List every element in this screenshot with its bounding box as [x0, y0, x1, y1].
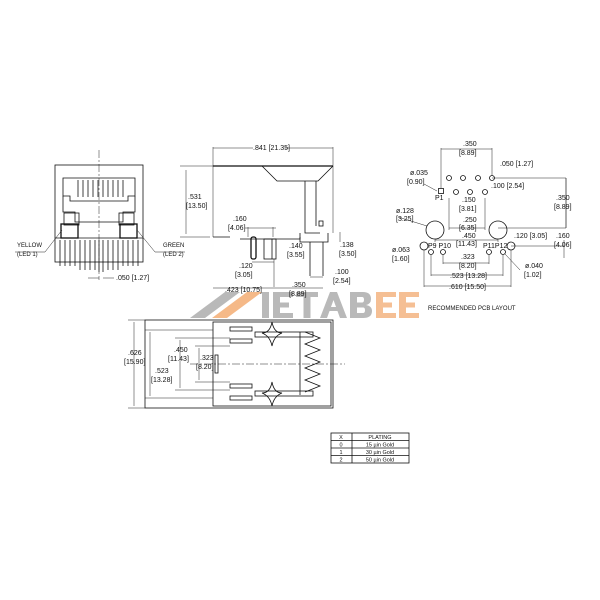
bottom-dim-450-in: .450 — [174, 347, 188, 354]
hole-040-in: ø.040 — [525, 263, 543, 270]
side-view: .841 [21.35] .531 [13.50] .160 [4.06] .1… — [180, 145, 357, 298]
pcb-layout-title: RECOMMENDED PCB LAYOUT — [428, 306, 516, 312]
hole-035-mm: [0.90] — [407, 179, 425, 186]
dim-120-mm: [3.05] — [235, 272, 253, 279]
pcb-dim-120: .120 [3.05] — [514, 233, 547, 240]
dim-350-mm: [8.89] — [289, 291, 307, 298]
green-led-label: GREEN — [163, 243, 184, 249]
pcb-layout: .350 [8.89] .050 [1.27] ø.035 [0.90] .10… — [392, 141, 572, 312]
pcb-dim-100: .100 [2.54] — [491, 183, 524, 190]
table-cell: 0 — [339, 443, 342, 449]
pcb-dim-450-in: .450 — [462, 233, 476, 240]
dim-140-in: .140 — [289, 243, 303, 250]
dim-138-mm: [3.50] — [339, 251, 357, 258]
bottom-dim-523-in: .523 — [155, 368, 169, 375]
pcb-dim-160-mm: [4.06] — [554, 242, 572, 249]
length-dim: .841 [21.35] — [253, 145, 290, 152]
pcb-dim-250-in: .250 — [463, 217, 477, 224]
dim-100-mm: [2.54] — [333, 278, 351, 285]
hole-128-in: ø.128 — [396, 208, 414, 215]
pcb-dim-450-mm: [11.43] — [456, 241, 477, 248]
height-dim-mm: [13.50] — [186, 203, 207, 210]
hole-063-in: ø.063 — [392, 247, 410, 254]
pcb-dim-050: .050 [1.27] — [500, 161, 533, 168]
bottom-dim-626-in: .626 — [128, 350, 142, 357]
yellow-led-sublabel: (LED 1) — [17, 252, 38, 258]
dim-120-in: .120 — [239, 263, 253, 270]
table-cell: 1 — [339, 450, 342, 456]
table-cell: 15 µin Gold — [366, 443, 394, 449]
pcb-dim-350r-in: .350 — [556, 195, 570, 202]
bottom-dim-450-mm: [11.43] — [168, 356, 189, 363]
pcb-dim-150-in: .150 — [462, 197, 476, 204]
pin-p11-p12-label: P11P12 — [483, 243, 507, 250]
hole-040-mm: [1.02] — [524, 272, 542, 279]
pcb-dim-250-mm: [6.35] — [459, 225, 477, 232]
dim-350-in: .350 — [292, 282, 306, 289]
height-dim-in: .531 — [188, 194, 202, 201]
table-header-plating: PLATING — [368, 435, 391, 441]
dim-138-in: .138 — [340, 242, 354, 249]
pcb-dim-350r-mm: [8.89] — [554, 204, 572, 211]
yellow-led-label: YELLOW — [17, 243, 42, 249]
pcb-dim-150-mm: [3.81] — [459, 206, 477, 213]
bottom-dim-323-in: .323 — [200, 355, 214, 362]
plating-table: X PLATING 0 15 µin Gold 1 30 µin Gold 2 … — [330, 432, 410, 464]
pin-p9-p10-label: P9 P10 — [428, 243, 451, 250]
table-header-x: X — [339, 435, 343, 441]
table-cell: 2 — [339, 458, 342, 464]
pcb-dim-350-in: .350 — [463, 141, 477, 148]
hole-063-mm: [1.60] — [392, 256, 410, 263]
green-led-sublabel: (LED 2) — [163, 252, 184, 258]
bottom-dim-323-mm: [8.20] — [196, 364, 214, 371]
pcb-dim-323-mm: [8.20] — [459, 263, 477, 270]
bottom-dim-626-mm: [15.90] — [124, 359, 145, 366]
pcb-dim-350-mm: [8.89] — [459, 150, 477, 157]
dim-423: .423 [10.75] — [225, 287, 262, 294]
watermark-logo — [190, 292, 419, 318]
bottom-view: .626 [15.90] .450 [11.43] .323 [8.20] .5… — [124, 319, 345, 409]
pin-p1-label: P1 — [435, 195, 444, 202]
pcb-dim-523: .523 [13.28] — [450, 273, 487, 280]
dim-160-in: .160 — [233, 216, 247, 223]
dim-100-in: .100 — [335, 269, 349, 276]
pcb-dim-160-in: .160 — [556, 233, 570, 240]
dim-160-mm: [4.06] — [228, 225, 246, 232]
hole-035-in: ø.035 — [410, 170, 428, 177]
front-view: YELLOW (LED 1) GREEN (LED 2) .050 [1.27] — [15, 150, 185, 282]
hole-128-mm: [3.25] — [396, 216, 414, 223]
pcb-dim-323-in: .323 — [461, 254, 475, 261]
bottom-dim-523-mm: [13.28] — [151, 377, 172, 384]
pin-pitch-dim: .050 [1.27] — [116, 275, 149, 282]
dim-140-mm: [3.55] — [287, 252, 305, 259]
table-cell: 30 µin Gold — [366, 450, 394, 456]
pcb-dim-610: .610 [15.50] — [449, 284, 486, 291]
table-cell: 50 µin Gold — [366, 458, 394, 464]
